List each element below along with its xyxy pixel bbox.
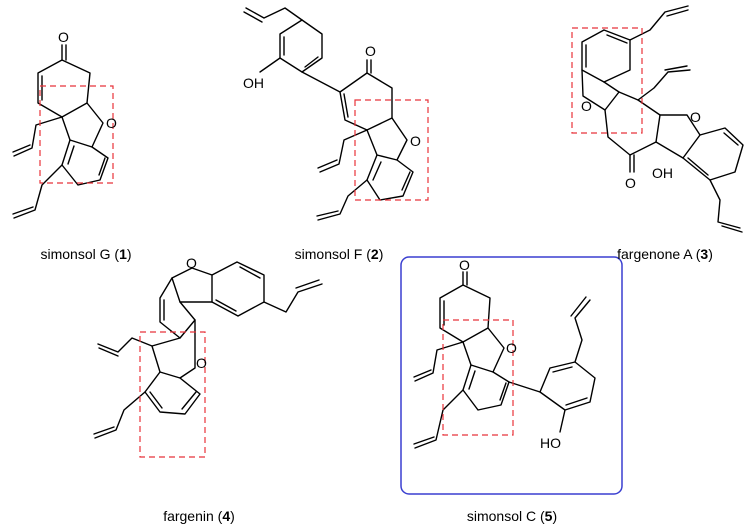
- ring-oxygen-label: O: [196, 355, 207, 371]
- highlight-box: [354, 99, 429, 201]
- hydroxyl-label: OH: [652, 165, 673, 181]
- highlight-box: [139, 331, 206, 458]
- ring-oxygen-label: O: [410, 133, 421, 149]
- selection-frame: [400, 256, 623, 495]
- ring-oxygen-label: O: [581, 98, 592, 114]
- hydroxyl-label: OH: [243, 75, 264, 91]
- structure-simonsol-g: [12, 44, 114, 219]
- structure-simonsol-c: [413, 271, 596, 449]
- structure-fargenin: [93, 261, 323, 458]
- caption-fargenone-a: fargenone A (3): [617, 246, 713, 262]
- structure-fargenone-a: [571, 5, 744, 233]
- caption-fargenin: fargenin (4): [163, 508, 235, 524]
- ring-oxygen-label: O: [690, 109, 701, 125]
- ring-oxygen-label: O: [506, 340, 517, 356]
- ketone-oxygen-label: O: [625, 175, 636, 191]
- caption-simonsol-c: simonsol C (5): [466, 508, 558, 524]
- highlight-box: [571, 27, 643, 134]
- ketone-oxygen-label: O: [459, 257, 470, 273]
- highlight-box: [442, 319, 514, 436]
- ring-oxygen-label: O: [186, 255, 197, 271]
- highlight-box: [39, 85, 114, 184]
- caption-simonsol-f: simonsol F (2): [294, 246, 384, 262]
- ketone-oxygen-label: O: [58, 29, 69, 45]
- ring-oxygen-label: O: [106, 115, 117, 131]
- structure-simonsol-f: [243, 7, 429, 221]
- caption-simonsol-g: simonsol G (1): [40, 246, 132, 262]
- hydroxyl-label: HO: [540, 435, 561, 451]
- ketone-oxygen-label: O: [365, 43, 376, 59]
